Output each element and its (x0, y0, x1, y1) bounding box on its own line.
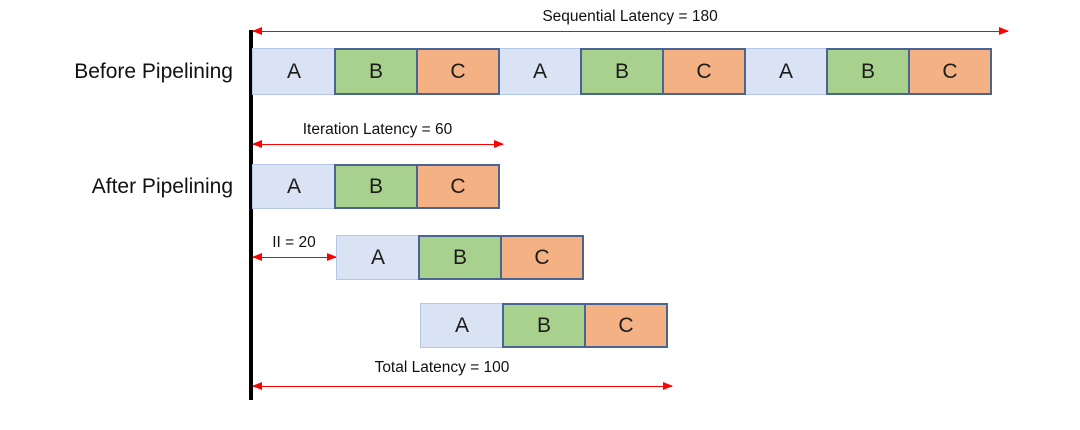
timeline-axis (249, 30, 253, 400)
initiation-interval-label: II = 20 (272, 234, 316, 251)
iteration-latency-arrow (252, 140, 504, 148)
stage-cell-a: A (336, 235, 420, 280)
stage-cell-b: B (334, 48, 418, 95)
stage-cell-c: C (416, 164, 500, 209)
stage-cell-a: A (498, 48, 582, 95)
total-latency-arrow (252, 382, 673, 390)
stage-cell-c: C (908, 48, 992, 95)
stage-cell-c: C (500, 235, 584, 280)
after-row-3: A B C (420, 303, 668, 348)
stage-cell-c: C (416, 48, 500, 95)
stage-cell-c: C (584, 303, 668, 348)
stage-cell-b: B (826, 48, 910, 95)
stage-cell-a: A (744, 48, 828, 95)
stage-cell-b: B (418, 235, 502, 280)
after-row-2: A B C (336, 235, 584, 280)
before-row: A B C A B C A B C (252, 48, 992, 95)
before-pipelining-label: Before Pipelining (74, 60, 233, 83)
stage-cell-b: B (580, 48, 664, 95)
stage-cell-a: A (252, 164, 336, 209)
initiation-interval-arrow (252, 253, 337, 261)
iteration-latency-label: Iteration Latency = 60 (302, 121, 453, 138)
after-row-1: A B C (252, 164, 500, 209)
stage-cell-b: B (334, 164, 418, 209)
total-latency-label: Total Latency = 100 (374, 359, 510, 376)
sequential-latency-arrow (252, 27, 1009, 35)
stage-cell-b: B (502, 303, 586, 348)
sequential-latency-label: Sequential Latency = 180 (542, 8, 718, 25)
after-pipelining-label: After Pipelining (91, 175, 233, 198)
stage-cell-c: C (662, 48, 746, 95)
stage-cell-a: A (252, 48, 336, 95)
stage-cell-a: A (420, 303, 504, 348)
